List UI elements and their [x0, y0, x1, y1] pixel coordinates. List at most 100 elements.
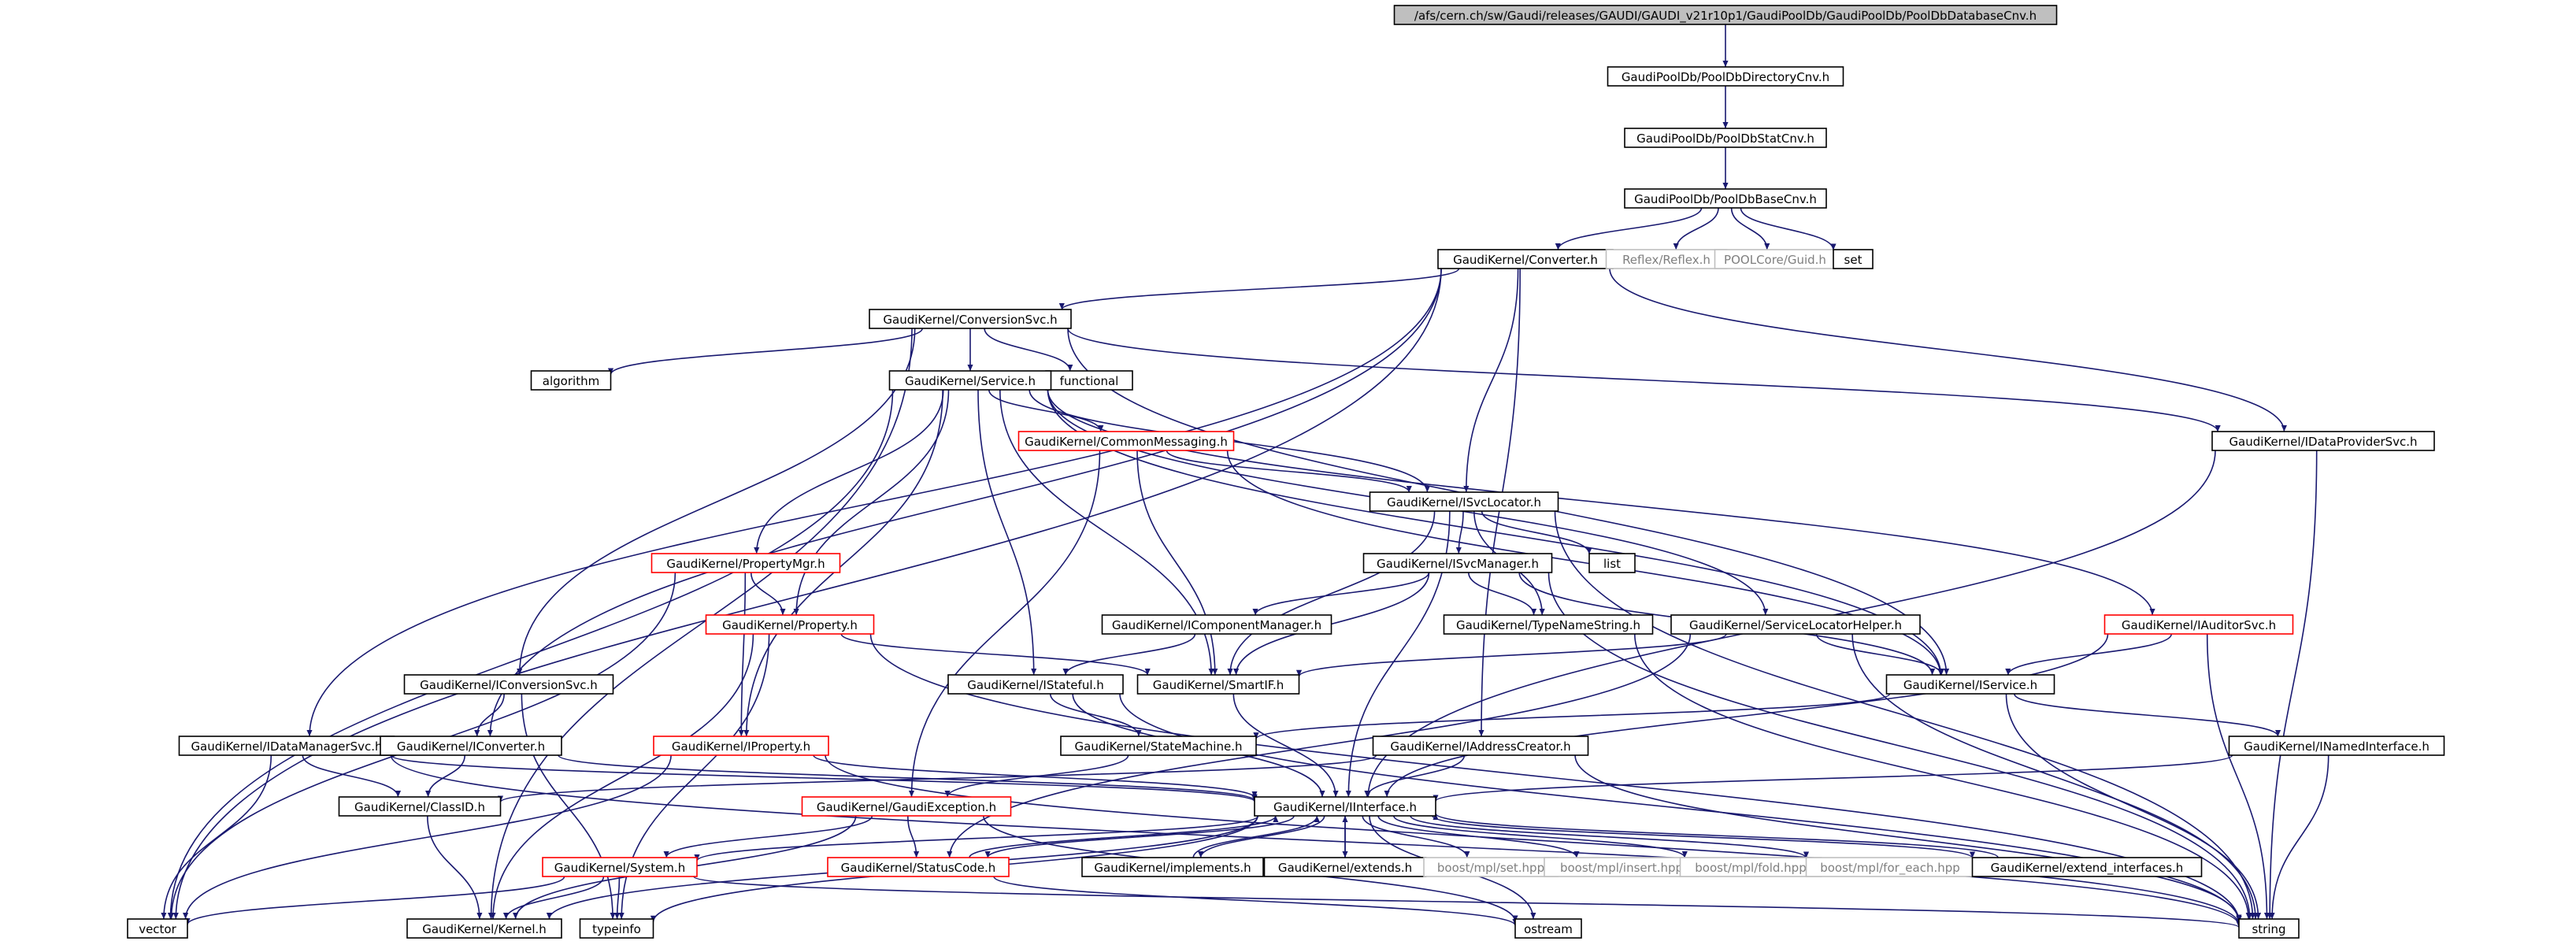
node-box: [801, 796, 1012, 817]
node-label: boost/mpl/fold.hpp: [1695, 861, 1806, 875]
node-iaddrcreator[interactable]: GaudiKernel/IAddressCreator.h: [1372, 736, 1589, 756]
edge-iproperty-to-vector: [183, 754, 672, 920]
node-box: [1607, 66, 1844, 87]
node-propmgr[interactable]: GaudiKernel/PropertyMgr.h: [650, 553, 841, 573]
edge-idatamgr-to-iinterface: [390, 754, 1258, 802]
node-label: GaudiKernel/Kernel.h: [422, 922, 547, 936]
node-label: GaudiKernel/GaudiException.h: [817, 800, 996, 814]
edge-isvcloc-to-string: [1554, 510, 2256, 920]
edge-gaudiexc-to-statuscode: [907, 815, 920, 858]
node-iconvsvc[interactable]: GaudiKernel/IConversionSvc.h: [403, 674, 614, 695]
edge-isvcloc-to-isvcmgr: [1455, 510, 1464, 554]
node-label: GaudiKernel/ISvcManager.h: [1377, 557, 1539, 571]
node-dircnv[interactable]: GaudiPoolDb/PoolDbDirectoryCnv.h: [1607, 66, 1844, 87]
node-idatamgr[interactable]: GaudiKernel/IDataManagerSvc.h: [178, 736, 395, 756]
node-isvcmgr[interactable]: GaudiKernel/ISvcManager.h: [1362, 553, 1553, 573]
edge-iinterface-to-implements: [1198, 815, 1325, 858]
edge-service-to-property: [793, 389, 950, 616]
edge-isvcmgr-to-typename: [1468, 572, 1537, 616]
edge-iinterface-to-extifaces: [1432, 815, 1975, 859]
node-isvcloc[interactable]: GaudiKernel/ISvcLocator.h: [1369, 491, 1559, 512]
node-statcnv[interactable]: GaudiPoolDb/PoolDbStatCnv.h: [1624, 128, 1827, 148]
edge-iservice-to-inamed: [2014, 693, 2281, 737]
node-box: [1885, 674, 2055, 695]
edge-propmgr-to-property: [750, 572, 786, 616]
node-implements[interactable]: GaudiKernel/implements.h: [1081, 857, 1264, 877]
node-label: GaudiKernel/IDataManagerSvc.h: [191, 739, 382, 754]
edge-statuscode-to-ostream: [993, 876, 1518, 926]
edge-iservice-to-string: [2005, 693, 2262, 920]
node-inamed[interactable]: GaudiKernel/INamedInterface.h: [2228, 736, 2445, 756]
edge-propmgr-to-iproperty: [738, 572, 747, 737]
node-guid[interactable]: POOLCore/Guid.h: [1714, 249, 1837, 269]
node-istateful[interactable]: GaudiKernel/IStateful.h: [947, 674, 1124, 695]
edge-isvcmgr-to-smartif: [1233, 572, 1430, 676]
node-label: functional: [1060, 374, 1119, 388]
node-mplfold[interactable]: boost/mpl/fold.hpp: [1679, 857, 1822, 877]
edge-system-to-typeinfo: [614, 876, 621, 920]
edge-converter-to-convsvc: [1058, 268, 1460, 310]
edge-inamed-to-iinterface: [1433, 754, 2233, 802]
edge-iconvsvc-to-typeinfo: [521, 693, 616, 920]
node-reflex[interactable]: Reflex/Reflex.h: [1605, 249, 1728, 269]
node-vector[interactable]: vector: [127, 918, 188, 939]
node-label: GaudiKernel/IAddressCreator.h: [1390, 739, 1570, 754]
node-label: GaudiKernel/System.h: [554, 861, 685, 875]
edge-service-to-iproperty: [743, 389, 943, 737]
node-label: GaudiKernel/ClassID.h: [354, 800, 485, 814]
node-iservice[interactable]: GaudiKernel/IService.h: [1885, 674, 2055, 695]
node-property[interactable]: GaudiKernel/Property.h: [705, 614, 875, 635]
edge-iproperty-to-string: [825, 754, 2242, 925]
node-iinterface[interactable]: GaudiKernel/IInterface.h: [1254, 796, 1436, 817]
node-statemachine[interactable]: GaudiKernel/StateMachine.h: [1060, 736, 1257, 756]
edge-typename-to-string: [1634, 633, 2252, 920]
node-box: [380, 736, 562, 756]
node-label: GaudiKernel/IInterface.h: [1273, 800, 1417, 814]
node-functional[interactable]: functional: [1045, 370, 1133, 391]
node-mplset[interactable]: boost/mpl/set.hpp: [1423, 857, 1559, 877]
node-label: GaudiKernel/Converter.h: [1453, 253, 1598, 267]
node-string[interactable]: string: [2238, 918, 2300, 939]
node-extifaces[interactable]: GaudiKernel/extend_interfaces.h: [1971, 857, 2203, 877]
node-typeinfo[interactable]: typeinfo: [579, 918, 654, 939]
node-idataprov[interactable]: GaudiKernel/IDataProviderSvc.h: [2211, 431, 2435, 451]
edge-service-to-commonmsg: [988, 389, 1104, 432]
node-basecnv[interactable]: GaudiPoolDb/PoolDbBaseCnv.h: [1624, 188, 1827, 209]
node-box: [653, 736, 829, 756]
node-svclochelper[interactable]: GaudiKernel/ServiceLocatorHelper.h: [1670, 614, 1921, 635]
node-root[interactable]: /afs/cern.ch/sw/Gaudi/releases/GAUDI/GAU…: [1393, 5, 2058, 25]
node-convsvc[interactable]: GaudiKernel/ConversionSvc.h: [869, 309, 1072, 329]
node-extends[interactable]: GaudiKernel/extends.h: [1263, 857, 1427, 877]
node-label: GaudiPoolDb/PoolDbStatCnv.h: [1636, 132, 1814, 146]
node-list[interactable]: list: [1588, 553, 1636, 573]
node-label: GaudiKernel/IAuditorSvc.h: [2122, 618, 2276, 632]
node-converter[interactable]: GaudiKernel/Converter.h: [1437, 249, 1614, 269]
node-mplforeach[interactable]: boost/mpl/for_each.hpp: [1805, 857, 1975, 877]
node-mplinsert[interactable]: boost/mpl/insert.hpp: [1544, 857, 1699, 877]
node-service[interactable]: GaudiKernel/Service.h: [888, 370, 1052, 391]
node-algorithm[interactable]: algorithm: [530, 370, 612, 391]
node-box: [869, 309, 1072, 329]
node-iauditor[interactable]: GaudiKernel/IAuditorSvc.h: [2103, 614, 2294, 635]
edge-idatamgr-to-string: [390, 754, 2242, 926]
edge-commonmsg-to-smartif: [1136, 450, 1218, 676]
node-label: GaudiKernel/extends.h: [1278, 861, 1412, 875]
edge-service-to-vector: [167, 389, 894, 920]
node-iproperty[interactable]: GaudiKernel/IProperty.h: [653, 736, 829, 756]
node-iconverter[interactable]: GaudiKernel/IConverter.h: [380, 736, 562, 756]
node-icompmgr[interactable]: GaudiKernel/IComponentManager.h: [1101, 614, 1332, 635]
node-commonmsg[interactable]: GaudiKernel/CommonMessaging.h: [1017, 431, 1235, 451]
edge-svclochelper-to-string: [1851, 633, 2259, 920]
edge-basecnv-to-converter: [1555, 207, 1703, 250]
node-statuscode[interactable]: GaudiKernel/StatusCode.h: [827, 857, 1010, 877]
node-classid[interactable]: GaudiKernel/ClassID.h: [338, 796, 502, 817]
node-set[interactable]: set: [1833, 249, 1874, 269]
edge-isvcloc-to-list: [1481, 510, 1592, 554]
node-system[interactable]: GaudiKernel/System.h: [542, 857, 698, 877]
node-ostream[interactable]: ostream: [1514, 918, 1582, 939]
node-typename[interactable]: GaudiKernel/TypeNameString.h: [1443, 614, 1654, 635]
node-gaudiexc[interactable]: GaudiKernel/GaudiException.h: [801, 796, 1012, 817]
node-smartif[interactable]: GaudiKernel/SmartIF.h: [1136, 674, 1300, 695]
header-nodes: /afs/cern.ch/sw/Gaudi/releases/GAUDI/GAU…: [127, 5, 2445, 939]
node-kernel[interactable]: GaudiKernel/Kernel.h: [406, 918, 562, 939]
